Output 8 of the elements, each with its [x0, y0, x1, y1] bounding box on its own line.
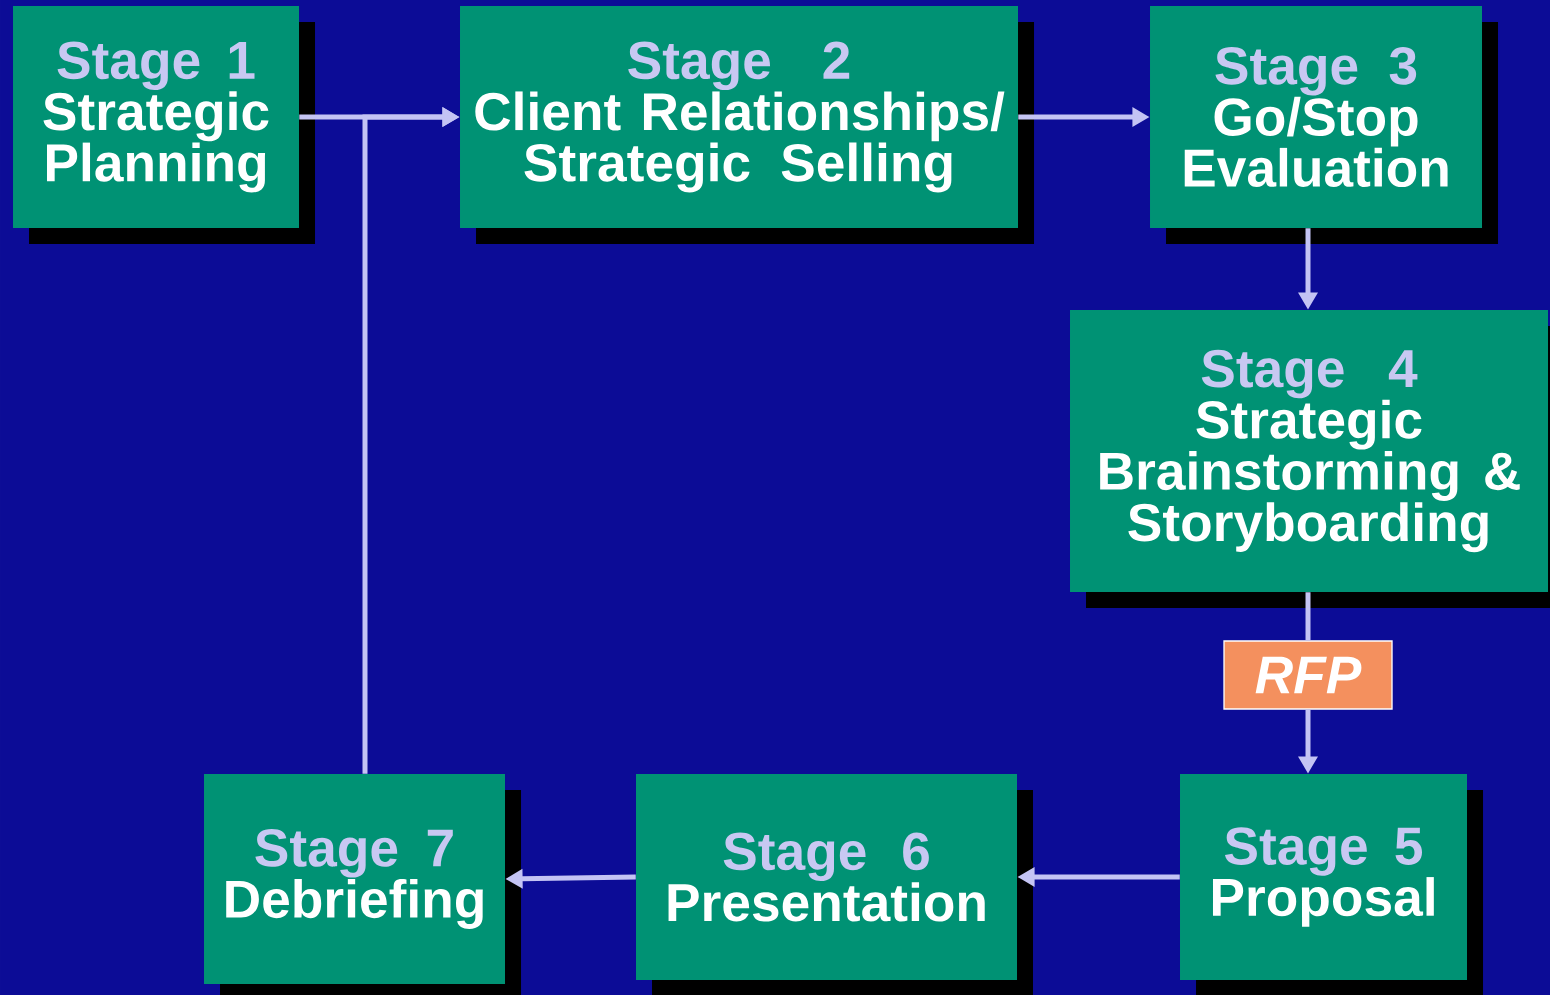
- stage-box: Stage 4 Strategic Brainstorming & Storyboarding: [1070, 310, 1550, 608]
- stage-box: Stage 1 Strategic Planning: [13, 6, 315, 244]
- stage-box: Stage 7 Debriefing: [204, 774, 521, 995]
- tag-box: RFP: [1223, 640, 1393, 710]
- stage-box: Stage 3 Go/Stop Evaluation: [1150, 6, 1498, 244]
- stage-box: Stage 2 Client Relationships/ Strategic Selling: [460, 6, 1034, 244]
- stage-box: Stage 6 Presentation: [636, 774, 1033, 995]
- stage-box: Stage 5 Proposal: [1180, 774, 1483, 995]
